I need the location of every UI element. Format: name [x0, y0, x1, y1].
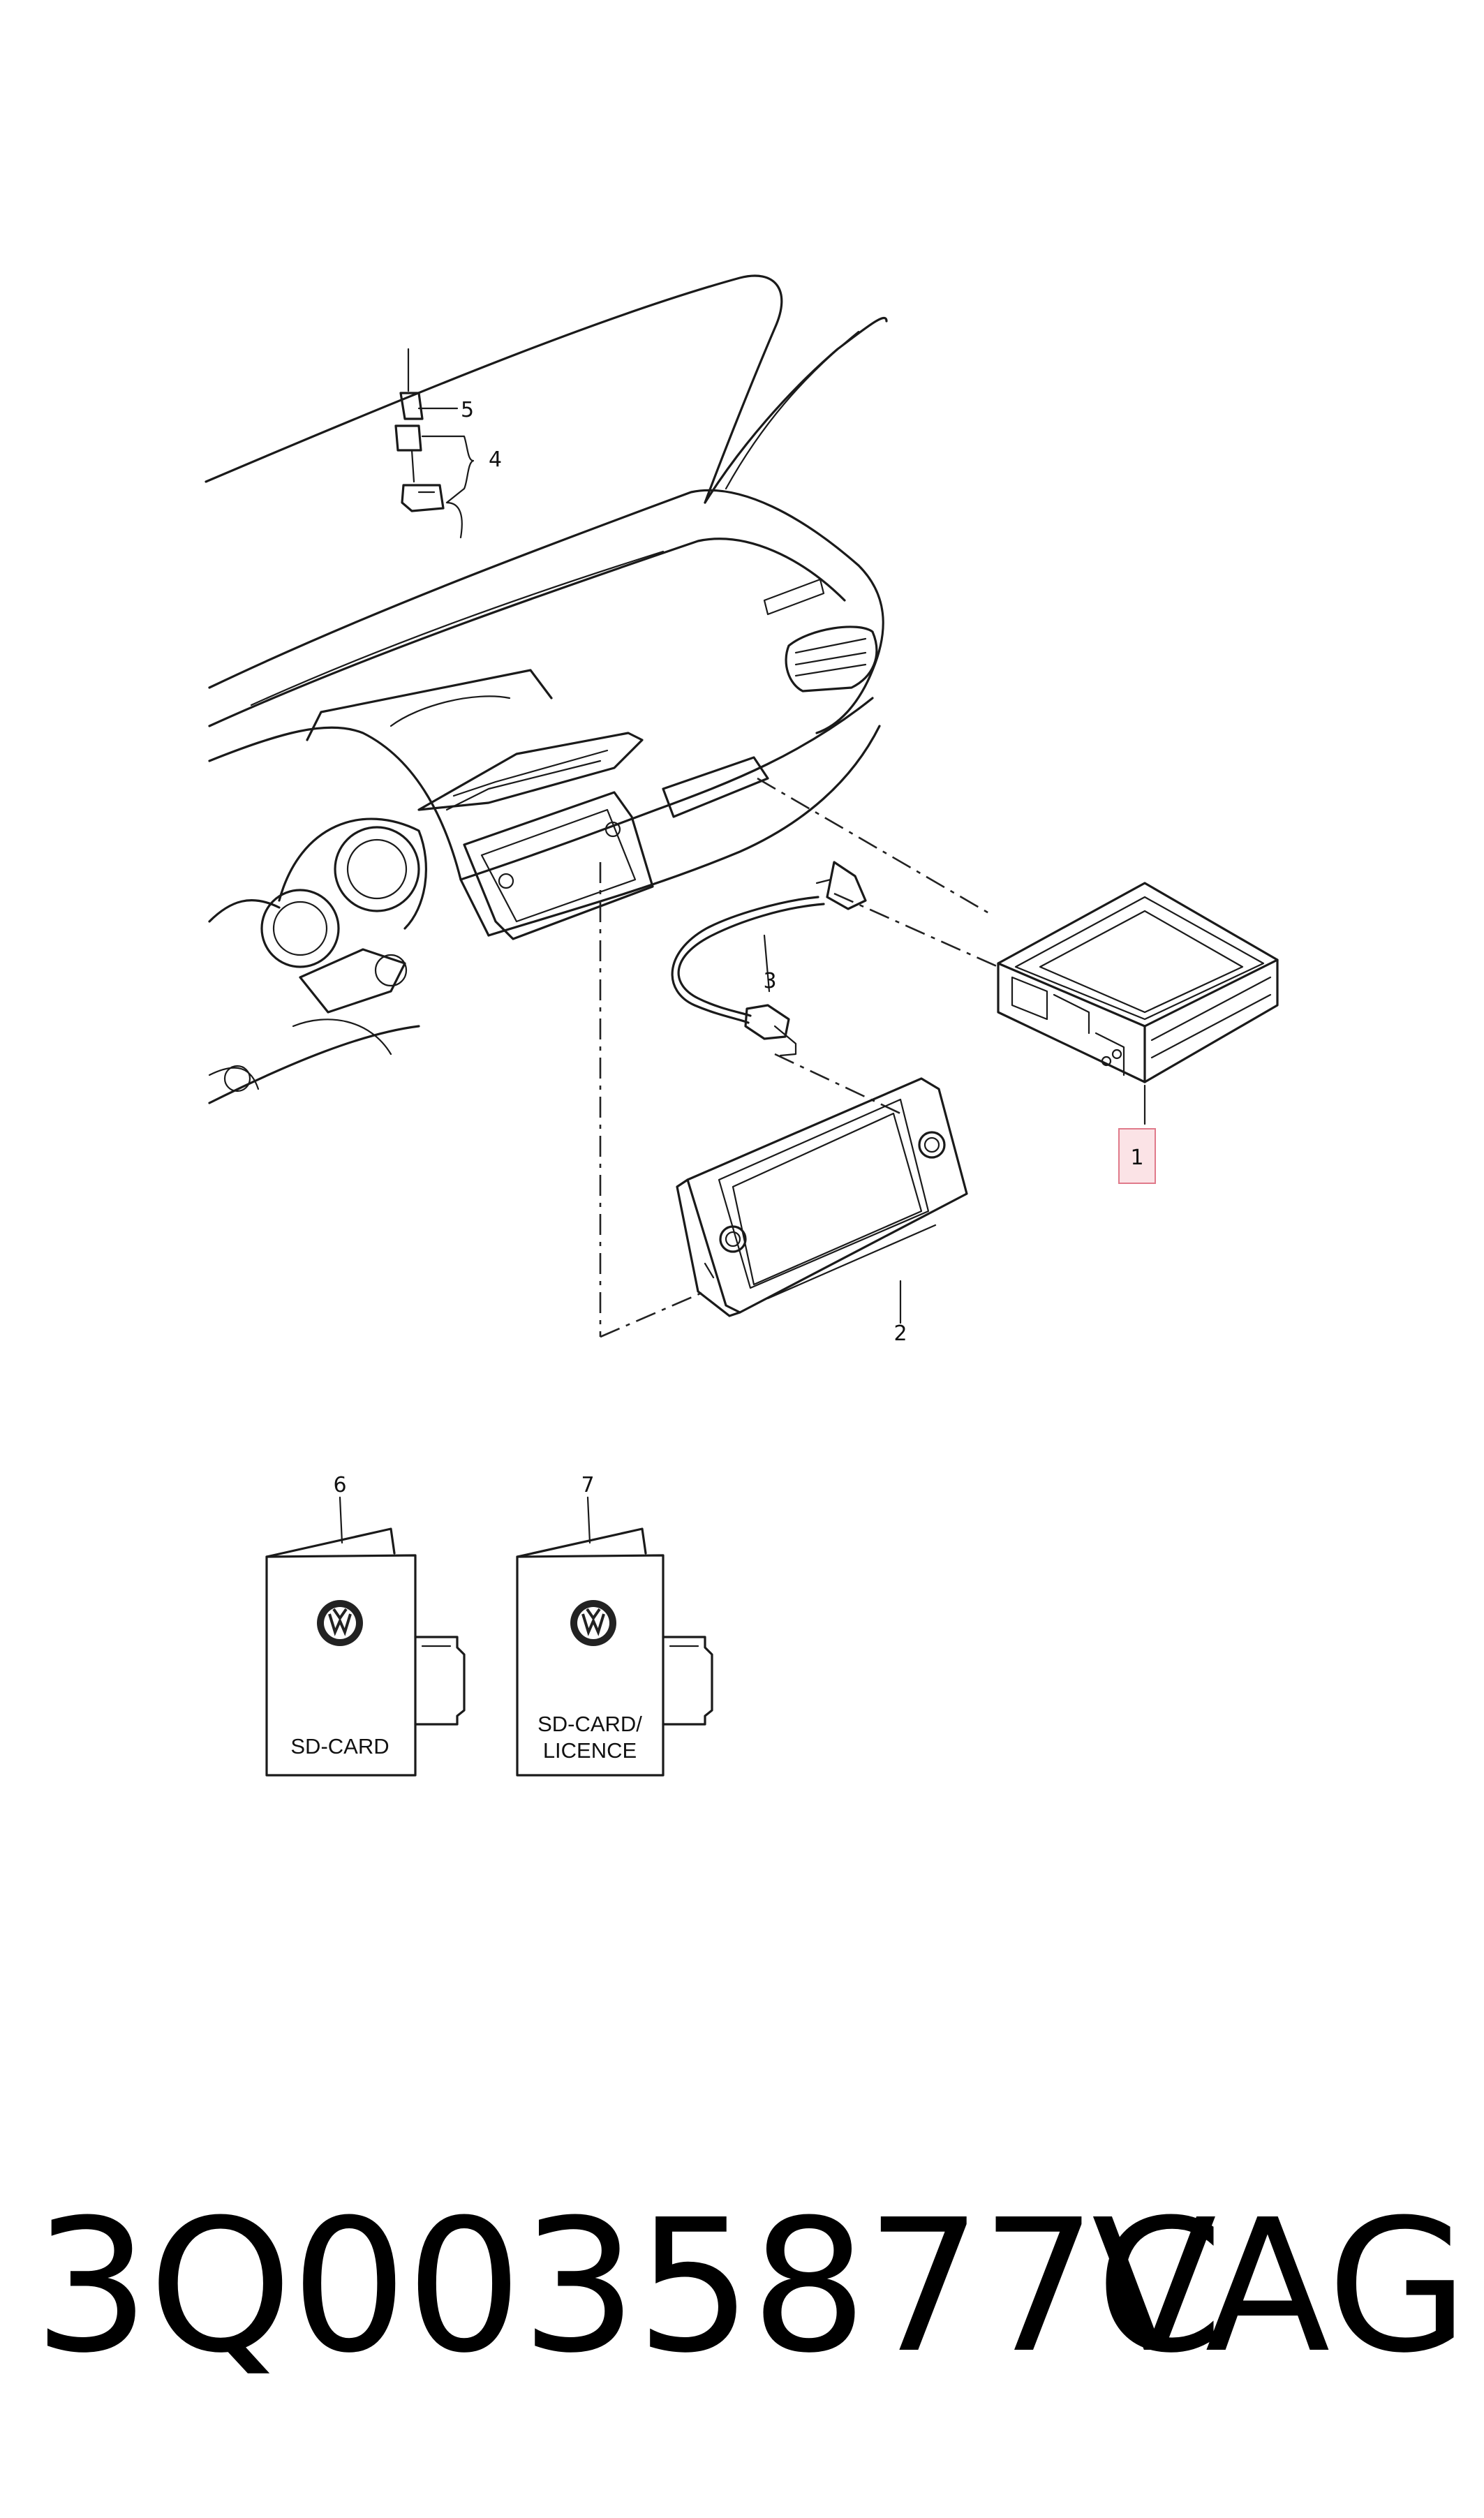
brand-name: VAG — [1091, 2180, 1469, 2393]
display-unit-part-2 — [676, 1077, 968, 1324]
callout-7: 7 — [581, 1473, 594, 1497]
windshield-outline — [205, 274, 888, 504]
sd-card-label: SD-CARD — [290, 1734, 389, 1758]
callout-4: 4 — [489, 447, 502, 472]
assembly-leader-lines — [599, 777, 999, 1338]
sd-card-package-part-6: SD-CARD — [265, 1496, 466, 1777]
callout-1-highlight — [1118, 1128, 1156, 1184]
callout-2: 2 — [893, 1321, 907, 1346]
callout-3: 3 — [763, 969, 776, 993]
sd-licence-label-line1: SD-CARD/ — [537, 1712, 642, 1736]
callout-6: 6 — [333, 1473, 346, 1497]
part-number: 3Q0035877C — [34, 2180, 1224, 2393]
head-unit-part-1 — [997, 882, 1279, 1125]
dashboard — [208, 489, 884, 1104]
sd-licence-label-line2: LICENCE — [543, 1738, 637, 1763]
vw-logo-icon — [570, 1600, 616, 1646]
cable-part-3 — [671, 861, 867, 1057]
callout-1: 1 — [1130, 1146, 1143, 1170]
callout-5: 5 — [461, 398, 474, 422]
connector-part-5 — [394, 348, 475, 539]
vw-logo-icon — [317, 1600, 363, 1646]
sd-licence-package-part-7: SD-CARD/ LICENCE — [516, 1496, 713, 1777]
